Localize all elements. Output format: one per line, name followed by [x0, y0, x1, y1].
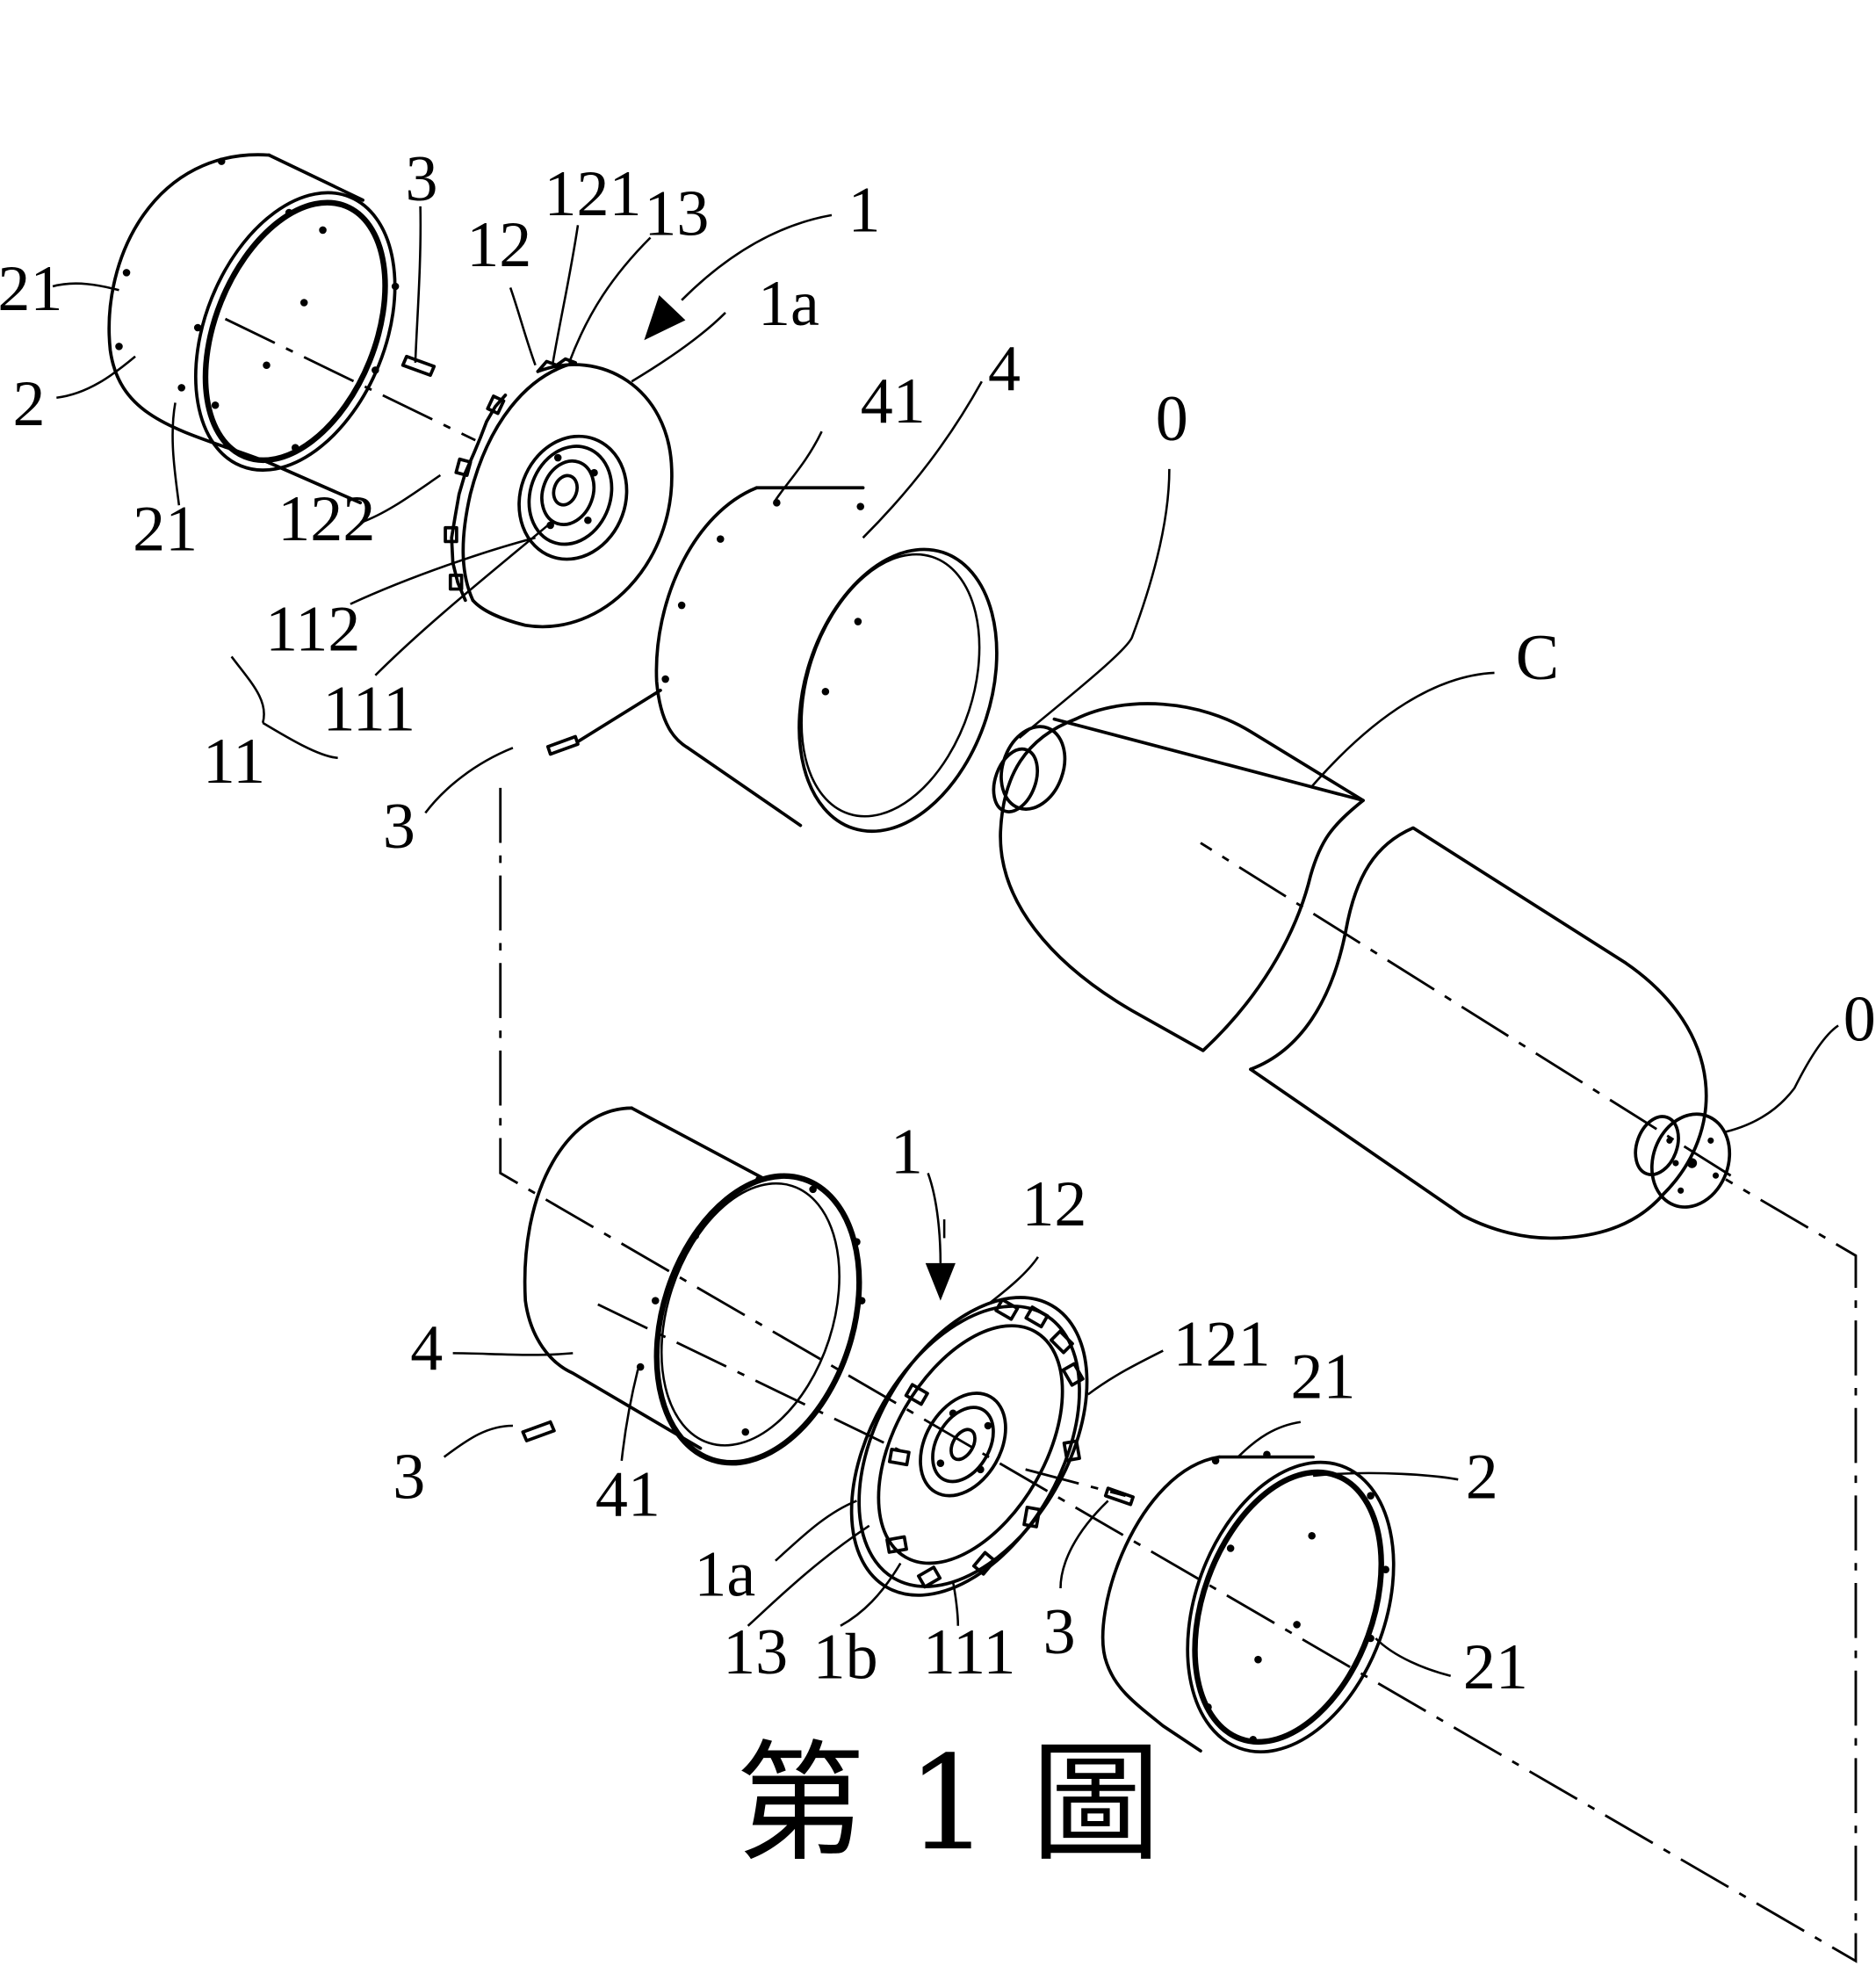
lower-end-cap: [849, 1296, 1089, 1597]
center-lines: [224, 317, 1858, 1963]
label-3: 3: [1043, 1596, 1076, 1668]
label-122: 122: [278, 483, 375, 555]
label-0: 0: [1844, 983, 1876, 1055]
label-21: 21: [133, 493, 198, 565]
label-21: 21: [0, 253, 62, 325]
label-12: 12: [466, 209, 531, 281]
label-4: 4: [988, 333, 1021, 405]
label-1a: 1a: [758, 268, 819, 340]
label-1: 1: [848, 174, 880, 246]
label-3: 3: [406, 143, 438, 215]
upper-shell: [654, 486, 999, 834]
label-13: 13: [723, 1616, 788, 1688]
label-3: 3: [393, 1442, 425, 1514]
label-0: 0: [1156, 383, 1188, 455]
label-2: 2: [1466, 1442, 1498, 1514]
lower-shell: [523, 1106, 866, 1466]
label-1: 1: [891, 1116, 923, 1188]
label-1b: 1b: [813, 1622, 878, 1694]
label-2: 2: [12, 368, 45, 440]
lower-left-bolt: [521, 1420, 556, 1442]
middle-bolt: [545, 689, 662, 756]
label-41: 41: [595, 1458, 660, 1530]
upper-end-cap: [444, 357, 674, 629]
label-4: 4: [410, 1312, 443, 1384]
label-121: 121: [545, 158, 642, 230]
label-13: 13: [644, 178, 709, 250]
label-C: C: [1516, 622, 1559, 694]
figure-caption: 第 1 圖: [735, 1728, 1160, 1879]
label-11: 11: [203, 726, 265, 798]
lower-sleeve: [1100, 1450, 1396, 1754]
label-3: 3: [383, 791, 415, 863]
label-21: 21: [1463, 1631, 1528, 1703]
reference-labels: 21 2 21 3 12 121 13 1 1a 122 112 111 11 …: [0, 143, 1876, 1703]
label-12: 12: [1021, 1168, 1086, 1240]
leader-lines: [52, 206, 1839, 1677]
label-112: 112: [265, 593, 360, 665]
label-1a: 1a: [694, 1539, 755, 1611]
label-21: 21: [1290, 1341, 1355, 1413]
upper-sleeve: [107, 153, 400, 505]
label-111: 111: [923, 1616, 1016, 1688]
label-111: 111: [323, 673, 416, 745]
upper-bolt: [400, 354, 437, 377]
label-41: 41: [861, 365, 926, 437]
gas-cylinder: [992, 702, 1732, 1240]
lower-right-bolt: [1103, 1486, 1135, 1507]
label-121: 121: [1173, 1309, 1271, 1381]
